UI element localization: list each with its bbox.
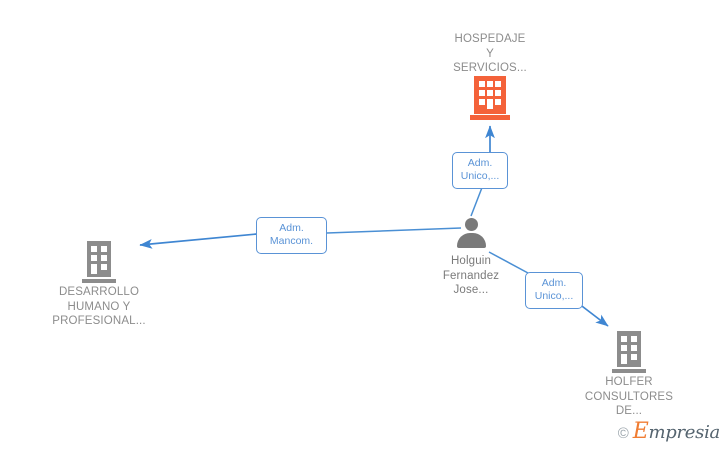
building-window	[101, 264, 107, 270]
building-window	[479, 80, 485, 87]
node-persona-label: Holguin Fernandez Jose...	[442, 255, 500, 296]
building-icon[interactable]	[82, 241, 116, 283]
building-window	[487, 80, 493, 87]
building-door	[487, 98, 493, 109]
node-desarrollo-label: DESARROLLO HUMANO Y PROFESIONAL...	[52, 286, 146, 327]
building-window	[91, 255, 97, 261]
building-window	[495, 80, 501, 87]
building-base	[470, 114, 510, 120]
node-desarrollo[interactable]: DESARROLLO HUMANO Y PROFESIONAL...	[24, 241, 174, 329]
building-window	[101, 255, 107, 261]
node-persona-icon-wrap	[396, 216, 546, 254]
node-hospedaje[interactable]: HOSPEDAJE Y SERVICIOS...	[415, 32, 565, 120]
building-window	[495, 98, 501, 105]
building-window	[487, 89, 493, 96]
building-icon[interactable]	[470, 75, 510, 120]
person-icon[interactable]	[454, 216, 488, 250]
person-head	[465, 218, 478, 231]
building-icon[interactable]	[612, 331, 646, 373]
node-holfer-icon-wrap	[554, 331, 704, 375]
building-window	[631, 354, 637, 360]
person-body	[457, 233, 486, 248]
brand-initial: E	[632, 419, 649, 444]
building-base	[612, 369, 646, 373]
brand-logo: Empresia	[632, 419, 721, 444]
brand-name: mpresia	[648, 422, 721, 443]
relation-label-persona-hospedaje[interactable]: Adm. Unico,...	[452, 152, 508, 189]
edge-line-persona-hospedaje-lower	[470, 184, 484, 217]
building-door	[91, 264, 97, 274]
node-holfer-label: HOLFER CONSULTORES DE...	[584, 376, 674, 417]
relation-label-persona-holfer[interactable]: Adm. Unico,...	[525, 272, 583, 309]
node-hospedaje-label: HOSPEDAJE Y SERVICIOS...	[453, 33, 527, 74]
node-persona[interactable]: Holguin Fernandez Jose...	[396, 216, 546, 298]
building-door	[621, 354, 627, 364]
building-window	[479, 98, 485, 105]
watermark: © Empresia	[617, 419, 721, 444]
building-window	[631, 345, 637, 351]
relation-label-persona-desarrollo[interactable]: Adm. Mancom.	[256, 217, 327, 254]
building-window	[621, 336, 627, 342]
building-window	[101, 246, 107, 252]
building-window	[621, 345, 627, 351]
building-window	[631, 336, 637, 342]
copyright-icon: ©	[617, 425, 629, 442]
node-holfer[interactable]: HOLFER CONSULTORES DE...	[554, 331, 704, 419]
building-window	[479, 89, 485, 96]
node-hospedaje-icon-wrap	[415, 75, 565, 120]
building-base	[82, 279, 116, 283]
building-window	[495, 89, 501, 96]
node-desarrollo-icon-wrap	[24, 241, 174, 285]
building-window	[91, 246, 97, 252]
